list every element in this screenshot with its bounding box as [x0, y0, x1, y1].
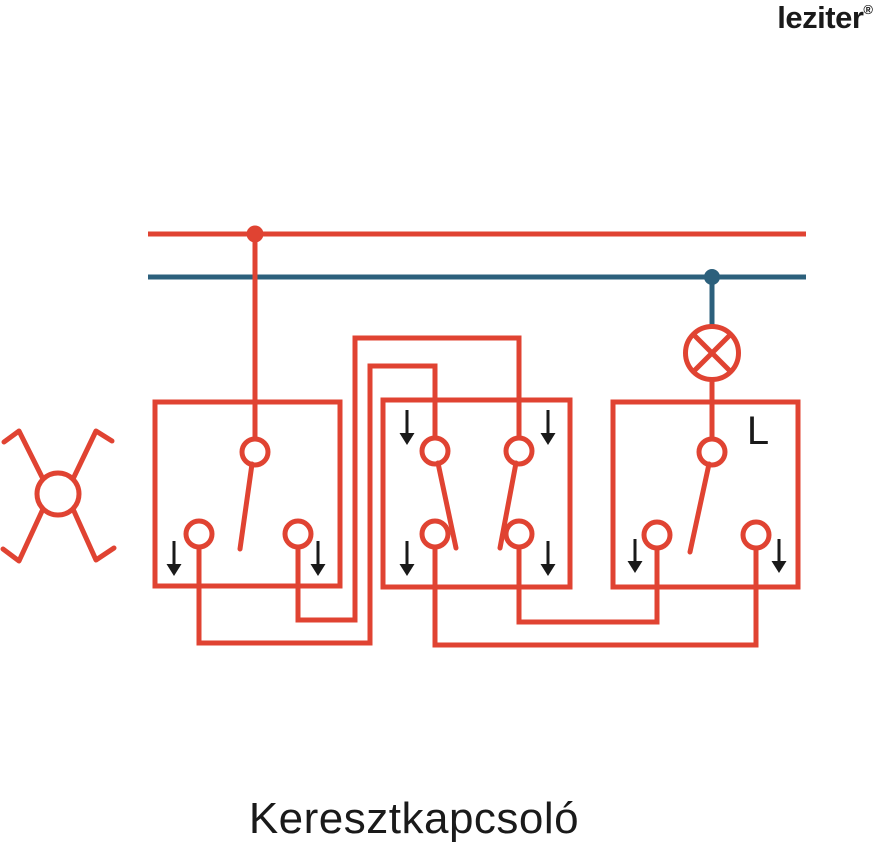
switch-box-2	[380, 397, 573, 590]
switch-box-3: L	[610, 399, 801, 590]
brand-logo: leziter®	[777, 2, 873, 33]
wire-box1-left-to-box2-left	[196, 363, 438, 646]
terminal-out-left	[183, 518, 215, 550]
down-arrow-icon	[627, 539, 643, 573]
terminal-common	[239, 436, 271, 468]
terminal-common	[696, 436, 728, 468]
phase-junction-dot	[246, 225, 264, 243]
cross-switch-arm	[0, 506, 46, 564]
brand-logo-text: leziter	[777, 0, 864, 35]
page-title: Keresztkapcsoló	[248, 794, 580, 843]
lamp-icon	[683, 324, 741, 382]
terminal-out-right	[282, 518, 314, 550]
registered-trademark-icon: ®	[863, 2, 873, 17]
terminal-out-left	[641, 519, 673, 551]
switch-box-outline	[152, 399, 343, 589]
cross-switch-arm	[70, 428, 115, 482]
terminal-top-right	[503, 435, 535, 467]
terminal-bottom-left	[419, 518, 451, 550]
terminal-top-left	[419, 435, 451, 467]
down-arrow-icon	[399, 541, 415, 576]
switch-box-1	[152, 399, 343, 589]
switch-lever	[497, 460, 519, 551]
wire-box1-right-to-box2-right	[295, 335, 522, 623]
cross-switch-circle	[34, 470, 82, 518]
wire-box2-left-to-box3-right	[432, 547, 759, 648]
switch-lever	[435, 460, 459, 551]
neutral-junction-dot	[704, 269, 720, 285]
switch-box-outline	[610, 399, 801, 590]
switch-lever	[237, 461, 255, 552]
down-arrow-icon	[166, 541, 182, 576]
down-arrow-icon	[771, 539, 787, 573]
switch-box-outline	[380, 397, 573, 590]
switch-lever	[687, 461, 712, 555]
down-arrow-icon	[310, 541, 326, 576]
cross-switch-arm	[70, 506, 117, 563]
lamp-cross-line	[691, 332, 733, 374]
down-arrow-icon	[399, 410, 415, 445]
terminal-out-right	[740, 519, 772, 551]
down-arrow-icon	[540, 541, 556, 576]
terminal-bottom-right	[503, 518, 535, 550]
cross-switch-arm	[1, 428, 46, 482]
down-arrow-icon	[540, 410, 556, 445]
lamp-terminal-label: L	[747, 409, 769, 453]
cross-switch-icon	[0, 428, 117, 564]
